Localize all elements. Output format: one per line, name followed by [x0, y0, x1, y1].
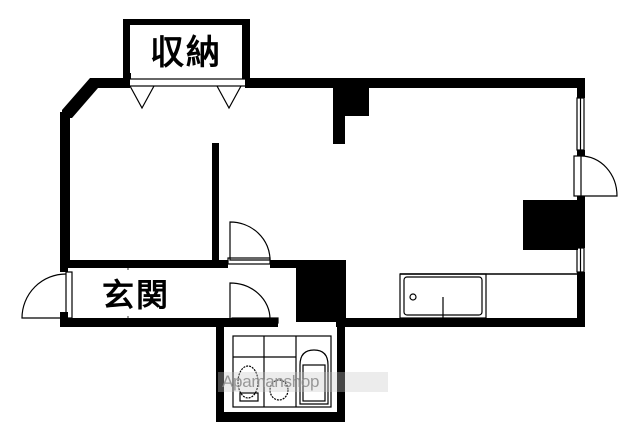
top-wall-left — [90, 78, 130, 88]
left-wall — [60, 112, 70, 262]
pillar-top-stem — [333, 86, 345, 144]
storage-door-right — [216, 85, 242, 110]
entrance-label: 玄関 — [88, 270, 184, 316]
toilet — [237, 365, 259, 399]
right-wall-mid — [577, 150, 585, 156]
bath-left-wall — [216, 322, 224, 422]
bath-right-wall — [337, 322, 345, 422]
bathroom-unit — [232, 335, 332, 408]
column-right — [523, 200, 578, 250]
right-wall-top — [577, 78, 585, 98]
bathtub-inner — [302, 364, 326, 402]
door-right-swing — [580, 155, 618, 197]
bath-door-sill — [231, 317, 279, 324]
bathtub — [299, 349, 329, 405]
partition-wall — [212, 143, 219, 265]
storage-label: 収納 — [130, 25, 242, 73]
watermark-band — [218, 372, 388, 392]
right-wall-bottom — [577, 272, 585, 327]
bottom-wall-left — [60, 318, 278, 327]
watermark-text: Apamanshop — [222, 372, 320, 391]
entrance-door-swing — [21, 273, 67, 319]
bath-door-swing — [229, 282, 271, 320]
bath-bottom-wall — [216, 412, 345, 422]
corner-diagonal-wall — [62, 78, 98, 118]
left-wall-stub-bottom — [60, 312, 68, 326]
storage-right-wall — [242, 19, 250, 79]
right-wall-lower — [577, 196, 585, 248]
bottom-wall-right — [336, 318, 585, 327]
storage-door-left — [129, 85, 155, 110]
left-wall-stub — [60, 262, 68, 272]
top-wall-right — [245, 78, 585, 88]
kitchen-tap — [409, 293, 417, 301]
washbasin — [269, 379, 289, 401]
room-door-swing — [229, 221, 271, 261]
door-right-frame — [573, 155, 582, 197]
toilet-tank — [239, 392, 259, 402]
entrance-door-frame — [65, 271, 73, 319]
storage-top-wall — [123, 19, 250, 27]
storage-sill — [126, 78, 248, 87]
storage-left-wall — [123, 19, 131, 79]
entrance-top-wall-left — [60, 260, 228, 268]
room-door-sill — [227, 257, 271, 265]
column-center — [296, 260, 346, 322]
